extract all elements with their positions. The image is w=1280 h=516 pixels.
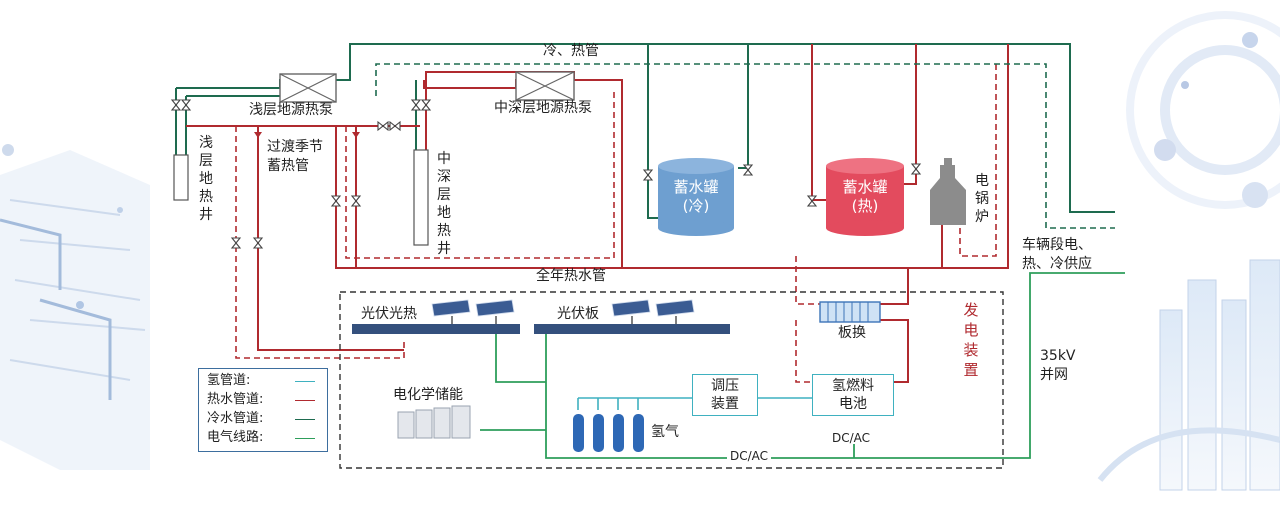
mid-deep-heat-pump-label: 中深层地源热泵 <box>494 100 592 116</box>
legend-hydrogen-label: 氢管道: <box>207 373 251 388</box>
mid-deep-well-icon <box>413 149 429 246</box>
electrochemical-storage-label: 电化学储能 <box>393 387 463 403</box>
hot-tank-label: 蓄水罐 (热) <box>825 178 905 216</box>
legend: 氢管道: 热水管道: 冷水管道: 电气线路: <box>198 368 328 452</box>
fuel-cell-label: 氢燃料电池 <box>832 378 874 412</box>
hot-tank-name: 蓄水罐 <box>842 178 888 196</box>
generation-device-title: 发电装置 <box>963 301 979 379</box>
electrochemical-storage-icon <box>397 405 471 439</box>
legend-cold-label: 冷水管道: <box>207 411 264 426</box>
decor-right <box>1097 11 1280 491</box>
legend-hydrogen-swatch <box>295 381 315 382</box>
legend-hot-label: 热水管道: <box>207 392 264 407</box>
pv-thermal-label: 光伏光热 <box>361 306 417 322</box>
hot-water-tank-icon <box>826 158 904 236</box>
heat-exchanger-icon <box>819 301 881 323</box>
mid-deep-heat-pump-icon <box>515 71 575 101</box>
cold-tank-name: 蓄水罐 <box>673 178 719 196</box>
annual-hot-water-pipe-label: 全年热水管 <box>536 268 606 284</box>
fuel-cell-box: 氢燃料电池 <box>812 374 894 416</box>
pressure-regulator-label: 调压装置 <box>711 378 739 412</box>
grid-connection-label: 35kV并网 <box>1040 348 1076 383</box>
legend-hot-swatch <box>295 400 315 401</box>
shallow-well-icon <box>173 154 189 201</box>
hot-tank-sub: (热) <box>851 197 879 215</box>
decor-left <box>0 144 150 470</box>
flow-arrow-icons <box>254 132 360 138</box>
mid-deep-well-label: 中深层地热井 <box>437 151 451 257</box>
cold-dashed-pipes <box>375 63 1115 229</box>
cold-water-tank-icon <box>658 158 734 236</box>
shallow-well-label: 浅层地热井 <box>199 135 213 223</box>
legend-cold-swatch <box>295 419 315 420</box>
hydrogen-gas-label: 氢气 <box>651 424 679 440</box>
pv-panel-icon <box>534 299 730 334</box>
transition-season-pipe-label: 过渡季节蓄热管 <box>267 139 323 174</box>
shallow-heat-pump-label: 浅层地源热泵 <box>249 102 333 118</box>
vehicle-supply-label: 车辆段电、热、冷供应 <box>1022 237 1092 272</box>
fuel-cell-dcac-label: DC/AC <box>832 431 871 445</box>
electric-boiler-label: 电锅炉 <box>975 173 989 225</box>
electric-boiler-icon <box>930 158 966 225</box>
generation-device-boundary <box>339 291 1004 469</box>
hydrogen-lines <box>577 397 812 410</box>
cold-tank-sub: (冷) <box>682 197 710 215</box>
electric-lines <box>480 272 1125 459</box>
cold-hot-pipe-label: 冷、热管 <box>543 43 599 59</box>
legend-electric-label: 电气线路: <box>207 430 264 445</box>
shallow-heat-pump-icon <box>279 73 337 103</box>
legend-electric-swatch <box>295 438 315 439</box>
pv-panel-label: 光伏板 <box>557 306 599 322</box>
pv-thermal-panel-icon <box>352 299 520 334</box>
valve-icons <box>170 99 922 249</box>
cold-tank-label: 蓄水罐 (冷) <box>656 178 736 216</box>
heat-exchanger-label: 板换 <box>838 325 866 341</box>
hydrogen-cylinder-icons <box>573 414 644 452</box>
pressure-regulator-box: 调压装置 <box>692 374 758 416</box>
dcac-label: DC/AC <box>727 448 772 464</box>
